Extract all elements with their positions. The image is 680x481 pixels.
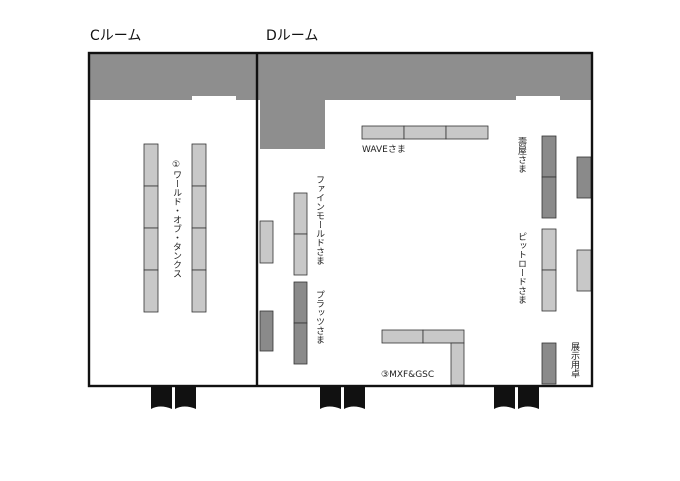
- door-d-left: [320, 386, 365, 409]
- room-d-corner-block: [260, 100, 325, 149]
- wall-table-dark: [576, 156, 592, 199]
- booth-label-plats: プラッツさま: [314, 290, 325, 344]
- door-leaf: [320, 386, 341, 409]
- table-group-mxf-gsc: [381, 329, 465, 386]
- door-leaf: [175, 386, 196, 409]
- booth-label-pit-road: ピットロードさま: [516, 232, 526, 304]
- door-leaf: [151, 386, 172, 409]
- table: [293, 192, 308, 235]
- table: [143, 185, 159, 229]
- table: [293, 322, 308, 365]
- table-column-plats: [293, 281, 308, 365]
- table-column-kotobukiya: [541, 135, 557, 219]
- door-leaf: [344, 386, 365, 409]
- table: [361, 125, 405, 140]
- booth-label-mxf-gsc: ③MXF&GSC: [381, 370, 434, 380]
- booth-label-wave: WAVEさま: [362, 144, 406, 155]
- room-d-title: Dルーム: [266, 28, 318, 44]
- booth-label-fine-mold: ファインモールドさま: [314, 175, 325, 265]
- table: [450, 342, 465, 386]
- table: [191, 185, 207, 229]
- table: [541, 176, 557, 219]
- table: [541, 135, 557, 178]
- table-column-pit-road: [541, 228, 557, 312]
- booth-label-display-table: 展示用卓: [569, 342, 580, 379]
- table: [143, 143, 159, 187]
- table: [191, 143, 207, 187]
- table: [403, 125, 447, 140]
- room-c-top-wall-band: [89, 53, 256, 100]
- wall-table-light: [576, 249, 592, 292]
- room-c-title: Cルーム: [90, 28, 141, 44]
- table-row-wave: [361, 125, 489, 140]
- door-leaf: [494, 386, 515, 409]
- room-d-wall-notch: [516, 96, 560, 101]
- table-column-c-left: [143, 143, 159, 313]
- table: [541, 269, 557, 312]
- table: [293, 281, 308, 324]
- booth-label-world-of-tanks: ①ワールド・オブ・タンクス: [171, 160, 182, 278]
- room-c: ①ワールド・オブ・タンクス: [89, 53, 256, 313]
- table-display: [541, 342, 557, 385]
- room-d-top-wall-band: [258, 53, 592, 100]
- wall-table-light: [259, 220, 274, 264]
- table: [541, 228, 557, 271]
- table: [191, 227, 207, 271]
- table-column-fine-mold: [293, 192, 308, 276]
- table-column-c-right: [191, 143, 207, 313]
- table: [143, 269, 159, 313]
- wall-table-dark: [259, 310, 274, 352]
- table: [143, 227, 159, 271]
- outer-wall: [87, 51, 594, 388]
- table: [422, 329, 465, 344]
- door-c: [151, 386, 196, 409]
- table: [381, 329, 424, 344]
- table: [191, 269, 207, 313]
- table: [293, 233, 308, 276]
- room-c-wall-notch: [192, 96, 236, 101]
- door-d-right: [494, 386, 539, 409]
- door-leaf: [518, 386, 539, 409]
- room-d: WAVEさま ファインモールドさま プラッツさま 壽屋さま ピッ: [258, 53, 592, 386]
- table: [445, 125, 489, 140]
- booth-label-kotobukiya: 壽屋さま: [516, 136, 527, 173]
